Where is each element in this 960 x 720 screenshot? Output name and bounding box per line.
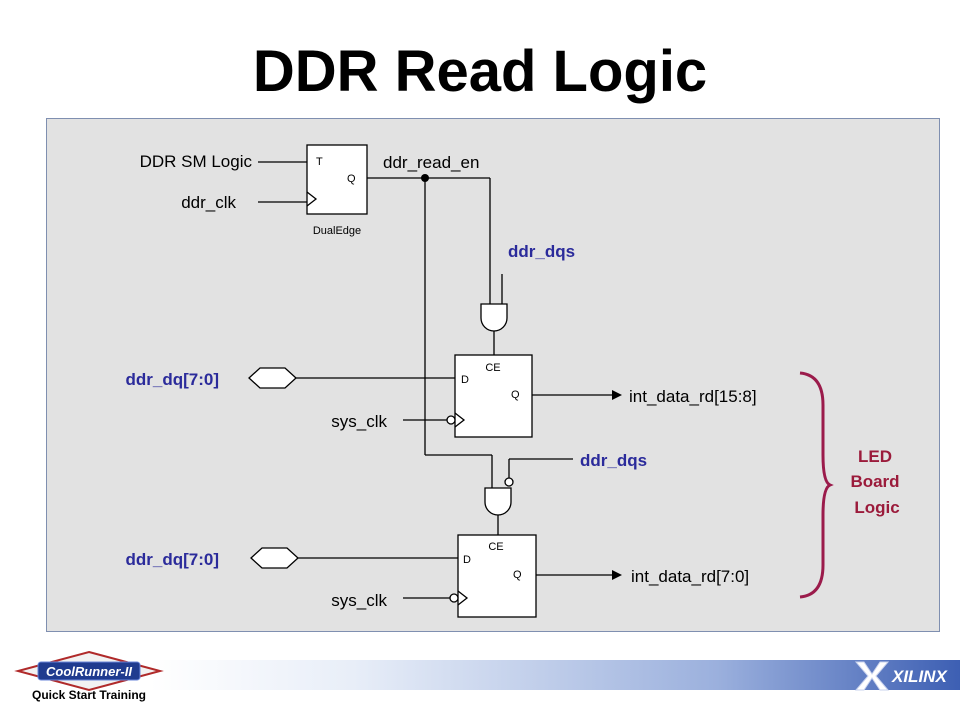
output-upper-label: int_data_rd[15:8] xyxy=(629,387,757,406)
dq-top-label: ddr_dq[7:0] xyxy=(126,370,220,389)
xilinx-logo: XILINX xyxy=(854,661,948,691)
xilinx-brand-text: XILINX xyxy=(891,667,948,686)
footer-caption: Quick Start Training xyxy=(31,688,147,702)
dualedge-t-pin: T xyxy=(316,156,323,168)
inversion-bubble-sysclk-top xyxy=(446,415,456,425)
ff-bottom-q-pin: Q xyxy=(513,569,522,581)
read-en-label: ddr_read_en xyxy=(383,153,479,172)
flipflop-top xyxy=(454,354,533,438)
destination-line1: LED xyxy=(858,447,892,466)
dualedge-q-pin: Q xyxy=(347,173,356,185)
and-gate-top xyxy=(480,303,508,332)
ff-top-d-pin: D xyxy=(461,374,469,386)
sysclk-bottom-label: sys_clk xyxy=(331,591,387,610)
flipflop-bottom xyxy=(457,534,537,618)
dq-bottom-label: ddr_dq[7:0] xyxy=(126,550,220,569)
dqs-bottom-label: ddr_dqs xyxy=(580,451,647,470)
coolrunner-logo: CoolRunner-II xyxy=(14,650,164,692)
flipflop-bottom-clock-marker xyxy=(457,590,469,606)
ff-top-ce-pin: CE xyxy=(485,362,500,374)
inversion-bubble-dqs xyxy=(504,477,514,487)
dualedge-caption: DualEdge xyxy=(313,225,361,237)
arrow-output-lower xyxy=(612,570,622,580)
dualedge-clock-marker xyxy=(306,191,318,207)
footer-gradient-bar xyxy=(150,660,960,690)
sm-logic-label: DDR SM Logic xyxy=(140,152,253,171)
ff-top-q-pin: Q xyxy=(511,389,520,401)
and-gate-bottom xyxy=(484,487,512,516)
dqs-top-label: ddr_dqs xyxy=(508,242,575,261)
ddr-clk-label: ddr_clk xyxy=(181,193,236,212)
sysclk-top-label: sys_clk xyxy=(331,412,387,431)
ff-bottom-d-pin: D xyxy=(463,554,471,566)
destination-line3: Logic xyxy=(854,498,899,517)
destination-line2: Board xyxy=(850,472,899,491)
inversion-bubble-sysclk-bottom xyxy=(449,593,459,603)
bus-dq-top xyxy=(248,367,297,389)
slide-title: DDR Read Logic xyxy=(252,39,708,104)
dualedge-flipflop xyxy=(306,144,368,215)
arrow-output-upper xyxy=(612,390,622,400)
coolrunner-logo-text: CoolRunner-II xyxy=(46,664,132,679)
bus-dq-bottom xyxy=(250,547,299,569)
flipflop-top-clock-marker xyxy=(454,412,466,428)
ff-bottom-ce-pin: CE xyxy=(488,541,503,553)
xilinx-mark-icon xyxy=(854,661,890,691)
curly-brace xyxy=(799,371,834,599)
output-lower-label: int_data_rd[7:0] xyxy=(631,567,749,586)
junction-dot xyxy=(421,174,429,182)
